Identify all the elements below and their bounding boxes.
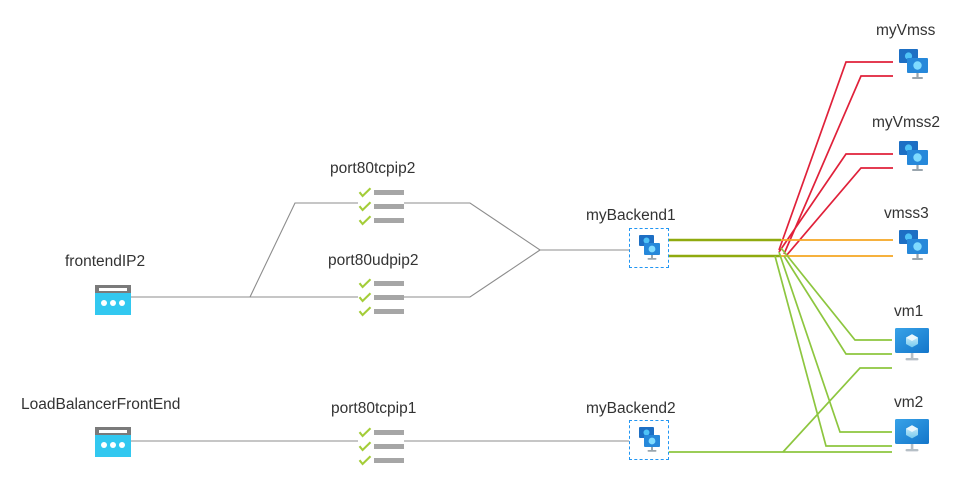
- check-icon: [358, 306, 372, 317]
- vmss-glyph: [899, 49, 928, 79]
- frontend-ip-icon-dot: [110, 300, 116, 306]
- frontend-ip-icon[interactable]: [95, 285, 131, 315]
- frontend-ip-icon-dot: [119, 442, 125, 448]
- lb-rule-icon-row: [358, 278, 404, 289]
- lb-rule-icon-row: [358, 455, 404, 466]
- vmss-glyph: [639, 235, 660, 260]
- node-label-vm2: vm2: [894, 394, 924, 411]
- node-label-port80udpip2: port80udpip2: [328, 252, 419, 269]
- lb-rule-icon-row: [358, 201, 404, 212]
- backend-pool-selection-box: [629, 420, 669, 460]
- lb-rule-icon[interactable]: [358, 427, 404, 467]
- lb-rule-icon-row: [358, 306, 404, 317]
- backend-pool-icon[interactable]: [629, 420, 669, 460]
- check-icon: [358, 278, 372, 289]
- lb-rule-icon[interactable]: [358, 187, 404, 227]
- lb-rule-icon-bar: [374, 430, 404, 435]
- lb-rule-icon-bar: [374, 218, 404, 223]
- lb-rule-icon-bar: [374, 444, 404, 449]
- edge-mybackend1-to-vm2-a: [778, 251, 892, 433]
- lb-rule-icon-row: [358, 215, 404, 226]
- node-label-port80tcpip2: port80tcpip2: [330, 160, 416, 177]
- edge-mybackend1-to-myvmss-b: [783, 75, 893, 255]
- node-label-vm1: vm1: [894, 303, 924, 320]
- node-label-port80tcpip1: port80tcpip1: [331, 400, 417, 417]
- backend-pool-icon[interactable]: [629, 228, 669, 268]
- edge-mybackend1-to-vm1-a: [780, 247, 892, 341]
- vmss-glyph: [899, 141, 928, 171]
- lb-rule-icon-row: [358, 441, 404, 452]
- edge-frontendip2-to-port80tcpip2: [249, 202, 358, 298]
- vmss-glyph: [639, 427, 660, 452]
- frontend-ip-icon-dot: [119, 300, 125, 306]
- lb-rule-icon-row: [358, 427, 404, 438]
- lb-rule-icon[interactable]: [358, 278, 404, 318]
- edge-mybackend1-to-vm1-b: [783, 255, 892, 355]
- lb-rule-icon-bar: [374, 204, 404, 209]
- check-icon: [358, 441, 372, 452]
- node-label-loadbalancerfrontend: LoadBalancerFrontEnd: [21, 396, 181, 413]
- edge-port80tcpip2-to-mybackend1: [404, 202, 629, 251]
- lb-rule-icon-row: [358, 292, 404, 303]
- node-label-mybackend2: myBackend2: [586, 400, 676, 417]
- node-label-myvmss: myVmss: [876, 22, 936, 39]
- vmss-icon[interactable]: [893, 47, 935, 90]
- vm-icon[interactable]: [892, 417, 932, 460]
- check-icon: [358, 427, 372, 438]
- edge-mybackend2-to-vm1: [782, 367, 892, 453]
- lb-rule-icon-bar: [374, 458, 404, 463]
- edge-mybackend1-to-myvmss-a: [778, 61, 893, 251]
- check-icon: [358, 187, 372, 198]
- check-icon: [358, 215, 372, 226]
- frontend-ip-icon-dot: [110, 442, 116, 448]
- check-icon: [358, 292, 372, 303]
- frontend-ip-icon-dot: [101, 300, 107, 306]
- vmss-glyph: [899, 230, 928, 260]
- vm-glyph: [895, 419, 929, 452]
- vmss-icon[interactable]: [893, 139, 935, 182]
- vmss-icon[interactable]: [893, 228, 935, 271]
- vm-icon[interactable]: [892, 326, 932, 369]
- backend-pool-selection-box: [629, 228, 669, 268]
- frontend-ip-icon-slot: [99, 429, 127, 433]
- node-label-frontendip2: frontendIP2: [65, 253, 146, 270]
- lb-rule-icon-row: [358, 187, 404, 198]
- check-icon: [358, 455, 372, 466]
- lb-rule-icon-bar: [374, 190, 404, 195]
- frontend-ip-icon[interactable]: [95, 427, 131, 457]
- lb-rule-icon-bar: [374, 309, 404, 314]
- frontend-ip-icon-slot: [99, 287, 127, 291]
- lb-rule-icon-bar: [374, 281, 404, 286]
- vm-glyph: [895, 328, 929, 361]
- edge-mybackend1-to-vm2-b: [774, 255, 892, 447]
- lb-rule-icon-bar: [374, 295, 404, 300]
- check-icon: [358, 201, 372, 212]
- edge-port80udpip2-to-mybackend1: [404, 249, 541, 298]
- edge-mybackend1-to-myvmss2-b: [785, 167, 893, 257]
- node-label-vmss3: vmss3: [884, 205, 929, 222]
- frontend-ip-icon-dot: [101, 442, 107, 448]
- edge-mybackend1-to-myvmss2-a: [778, 153, 893, 253]
- node-label-mybackend1: myBackend1: [586, 207, 676, 224]
- node-label-myvmss2: myVmss2: [872, 114, 941, 131]
